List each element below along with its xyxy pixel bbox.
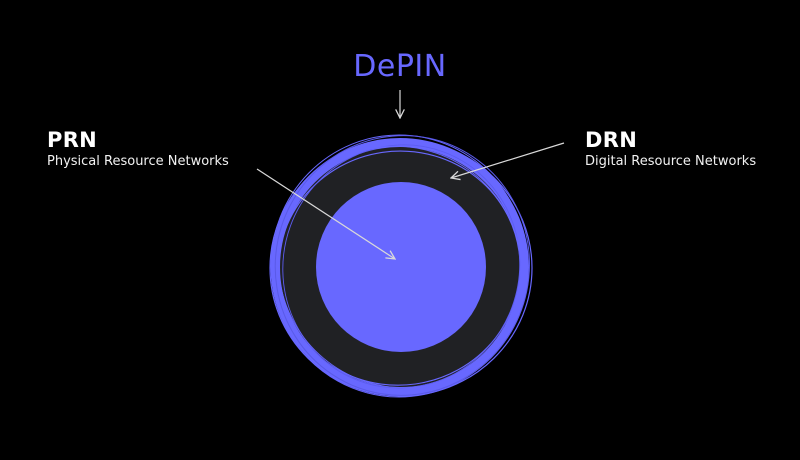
drn-full-name: Digital Resource Networks xyxy=(585,154,757,169)
drn-label: DRN Digital Resource Networks xyxy=(585,128,756,171)
prn-label: PRN Physical Resource Networks xyxy=(47,128,229,171)
inner-circle-prn xyxy=(316,182,486,352)
prn-arrow-icon xyxy=(256,168,395,259)
drn-arrow-icon xyxy=(451,142,565,178)
drn-abbreviation: DRN xyxy=(585,128,638,152)
prn-abbreviation: PRN xyxy=(47,128,98,152)
prn-full-name: Physical Resource Networks xyxy=(47,154,229,169)
diagram-title: DePIN xyxy=(353,49,447,84)
